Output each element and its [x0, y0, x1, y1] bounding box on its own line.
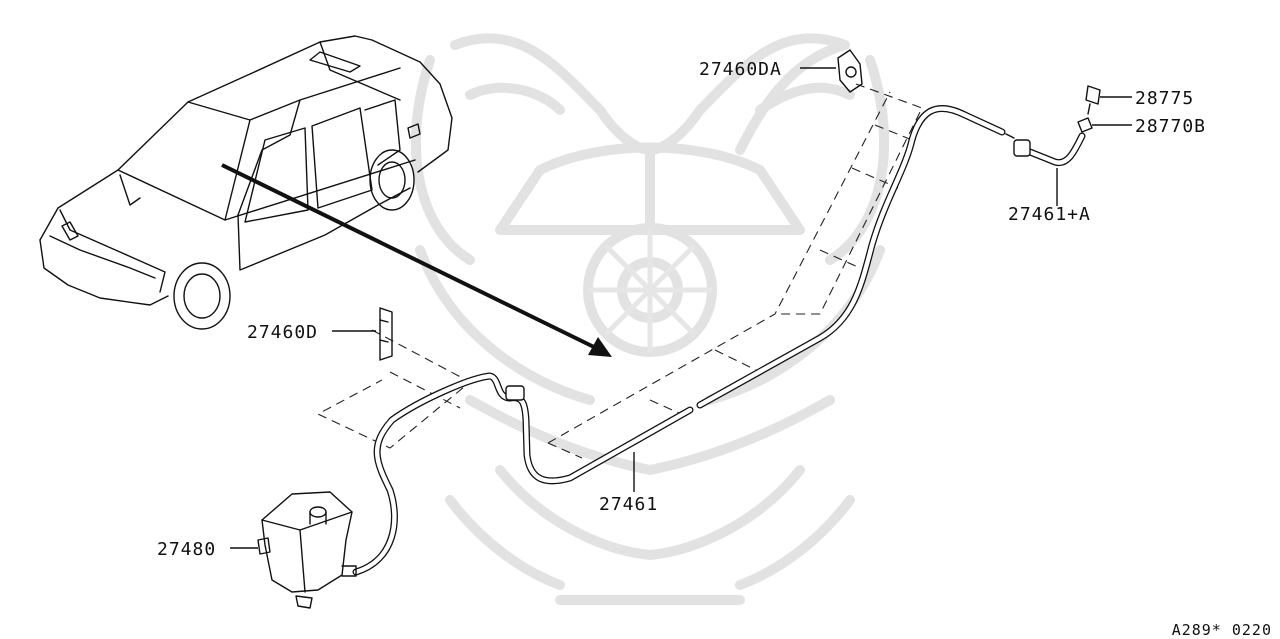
diagram-code: A289* 0220 [1172, 621, 1272, 639]
leader-lines [230, 67, 1132, 549]
check-valve-illustration [1085, 85, 1101, 115]
label-27460d: 27460D [247, 322, 318, 343]
clip-illustration [1077, 117, 1093, 133]
washer-hose [352, 105, 1086, 576]
label-27461: 27461 [599, 494, 658, 515]
vehicle-illustration [39, 35, 453, 330]
location-arrow [221, 163, 612, 357]
label-27460da: 27460DA [699, 59, 782, 80]
bracket-27460da-illustration [837, 49, 863, 93]
bracket-27460d-illustration [379, 307, 393, 361]
label-28770b: 28770B [1135, 116, 1206, 137]
body-reference-lines [316, 83, 923, 459]
watermark-logo [410, 33, 890, 605]
washer-tank-illustration [257, 491, 357, 609]
label-27461a: 27461+A [1008, 204, 1091, 225]
label-27480: 27480 [157, 539, 216, 560]
label-28775: 28775 [1135, 88, 1194, 109]
